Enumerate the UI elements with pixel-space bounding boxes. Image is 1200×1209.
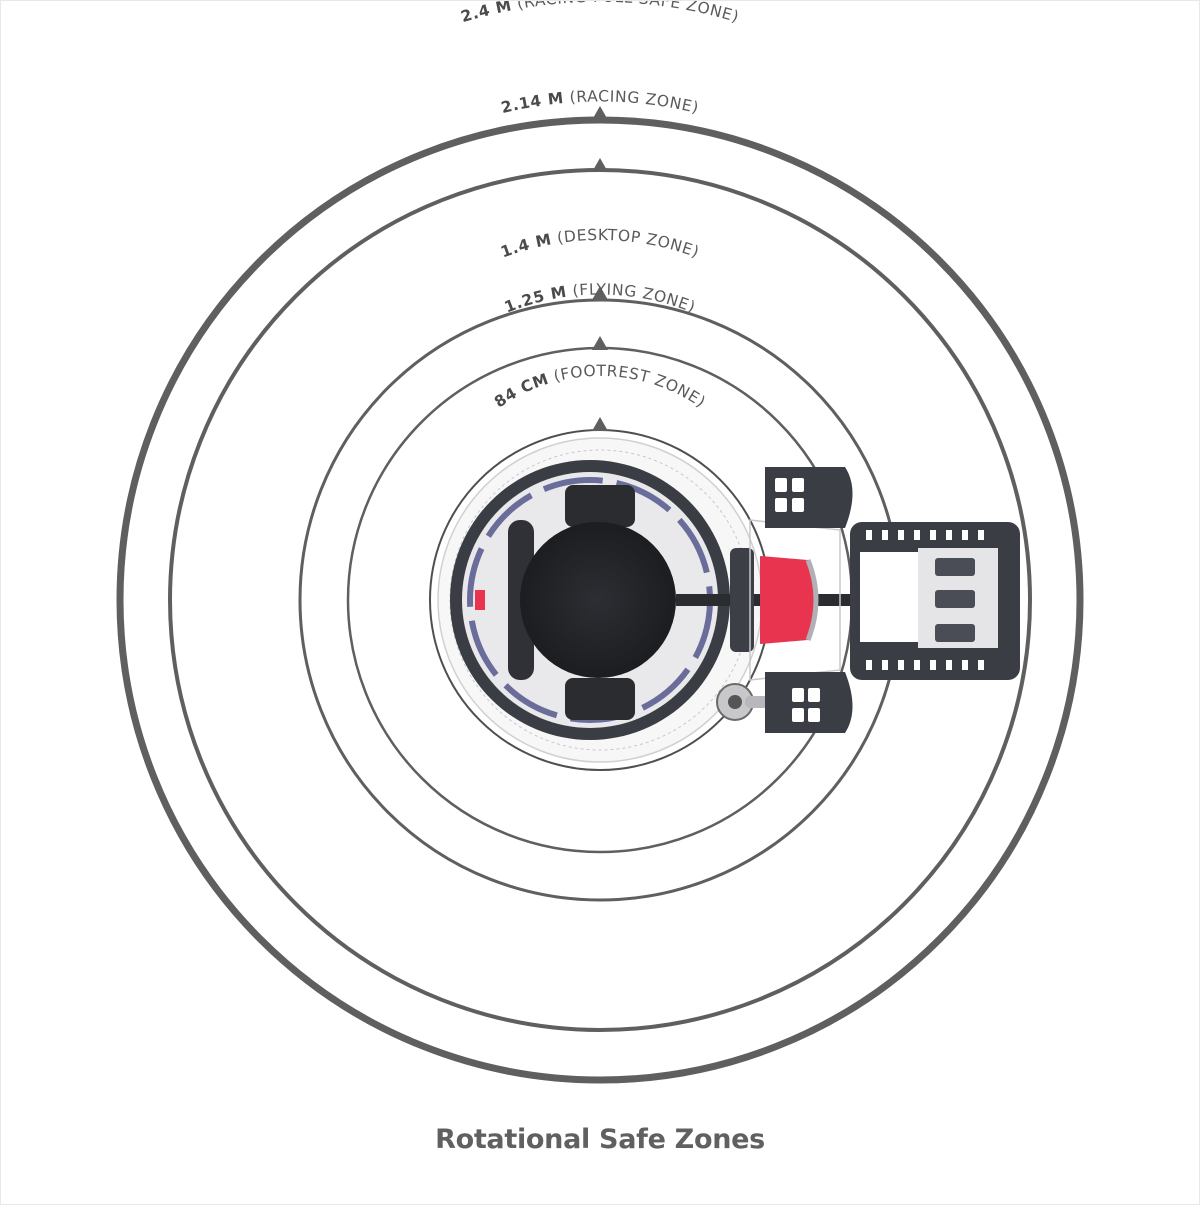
- pointer-triangle-icon: [592, 286, 608, 300]
- pointer-triangle-icon: [592, 106, 608, 120]
- pointer-triangles: [592, 106, 608, 431]
- zone-label-desktop: 1.4 M (DESKTOP ZONE): [498, 226, 702, 261]
- zone-label-footrest: 84 CM (FOOTREST ZONE): [491, 362, 709, 411]
- zone-label-flying: 1.25 M (FLYING ZONE): [502, 280, 698, 316]
- zone-label-racing-full-safe: 2.4 M (RACING FULL SAFE ZONE): [459, 0, 741, 26]
- pointer-triangle-icon: [592, 158, 608, 172]
- motion-simulator-rig-icon: [437, 437, 1020, 763]
- pointer-triangle-icon: [592, 417, 608, 431]
- page-title: Rotational Safe Zones: [435, 1124, 765, 1155]
- pointer-triangle-icon: [592, 336, 608, 350]
